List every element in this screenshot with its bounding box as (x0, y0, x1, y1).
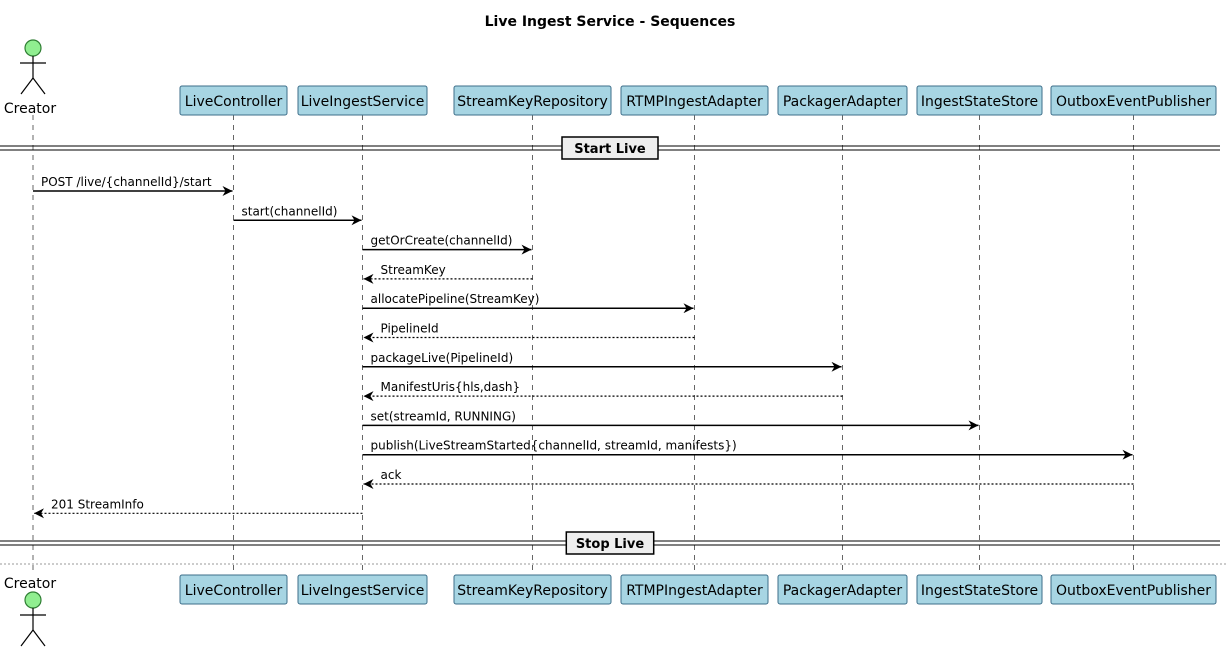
participant-label: RTMPIngestAdapter (626, 94, 763, 110)
divider-label: Stop Live (576, 537, 645, 552)
participant-label: LiveIngestService (301, 94, 425, 110)
participant-ingest-state-store-top: IngestStateStore (916, 85, 1043, 116)
actor-label: Creator (4, 101, 56, 117)
message-call: start(channelId) (233, 204, 362, 226)
message-label: publish(LiveStreamStarted{channelId, str… (371, 439, 737, 453)
participant-stream-key-repository-top: StreamKeyRepository (453, 85, 612, 116)
participants: CreatorCreatorLiveControllerLiveControll… (4, 39, 1217, 647)
participant-stream-key-repository-bottom: StreamKeyRepository (453, 574, 612, 605)
message-label: packageLive(PipelineId) (371, 351, 514, 365)
participant-outbox-event-publisher-bottom: OutboxEventPublisher (1050, 574, 1217, 605)
message-label: PipelineId (381, 322, 439, 336)
message-label: ManifestUris{hls,dash} (381, 380, 521, 394)
divider-label: Start Live (574, 142, 646, 157)
participant-label: IngestStateStore (921, 583, 1038, 599)
divider-start-live: Start Live (0, 136, 1220, 160)
participant-label: RTMPIngestAdapter (626, 583, 763, 599)
participant-label: StreamKeyRepository (457, 94, 607, 110)
message-call: publish(LiveStreamStarted{channelId, str… (362, 439, 1133, 460)
message-label: set(streamId, RUNNING) (371, 409, 516, 423)
message-call: getOrCreate(channelId) (362, 234, 532, 255)
message-call: POST /live/{channelId}/start (33, 175, 233, 196)
message-return: ack (363, 468, 1134, 489)
participant-label: IngestStateStore (921, 94, 1038, 110)
participant-label: OutboxEventPublisher (1056, 583, 1211, 599)
divider-stop-live: Stop Live (0, 531, 1220, 555)
participant-ingest-state-store-bottom: IngestStateStore (916, 574, 1043, 605)
stick-figure-icon (20, 39, 46, 95)
message-label: ack (381, 468, 402, 482)
participant-live-controller-bottom: LiveController (179, 574, 288, 605)
message-call: packageLive(PipelineId) (362, 351, 842, 372)
participant-label: StreamKeyRepository (457, 583, 607, 599)
participant-outbox-event-publisher-top: OutboxEventPublisher (1050, 85, 1217, 116)
message-label: StreamKey (381, 263, 446, 277)
participant-live-ingest-service-top: LiveIngestService (297, 85, 428, 116)
actor-creator: Creator (4, 39, 56, 117)
participant-label: OutboxEventPublisher (1056, 94, 1211, 110)
message-label: POST /live/{channelId}/start (41, 175, 212, 189)
lifelines (0, 115, 1226, 575)
stick-figure-icon (20, 591, 46, 647)
message-label: allocatePipeline(StreamKey) (371, 292, 540, 306)
message-return: StreamKey (363, 263, 533, 284)
message-return: PipelineId (363, 322, 695, 343)
participant-rtmp-ingest-adapter-top: RTMPIngestAdapter (620, 85, 769, 116)
participant-rtmp-ingest-adapter-bottom: RTMPIngestAdapter (620, 574, 769, 605)
actor-label: Creator (4, 576, 56, 592)
message-label: getOrCreate(channelId) (371, 234, 513, 248)
participant-packager-adapter-top: PackagerAdapter (777, 85, 908, 116)
actor-creator: Creator (4, 576, 56, 647)
diagram-title: Live Ingest Service - Sequences (485, 14, 736, 30)
message-label: 201 StreamInfo (51, 497, 144, 511)
participant-packager-adapter-bottom: PackagerAdapter (777, 574, 908, 605)
participant-label: LiveIngestService (301, 583, 425, 599)
message-label: start(channelId) (242, 204, 338, 218)
participant-label: PackagerAdapter (783, 583, 903, 599)
message-call: allocatePipeline(StreamKey) (362, 292, 694, 314)
participant-live-controller-top: LiveController (179, 85, 288, 116)
message-return: 201 StreamInfo (34, 497, 363, 519)
message-call: set(streamId, RUNNING) (362, 409, 979, 431)
participant-label: LiveController (185, 94, 283, 110)
participant-live-ingest-service-bottom: LiveIngestService (297, 574, 428, 605)
messages: POST /live/{channelId}/start start(channe… (33, 175, 1134, 519)
participant-label: PackagerAdapter (783, 94, 903, 110)
participant-label: LiveController (185, 583, 283, 599)
message-return: ManifestUris{hls,dash} (363, 380, 843, 402)
